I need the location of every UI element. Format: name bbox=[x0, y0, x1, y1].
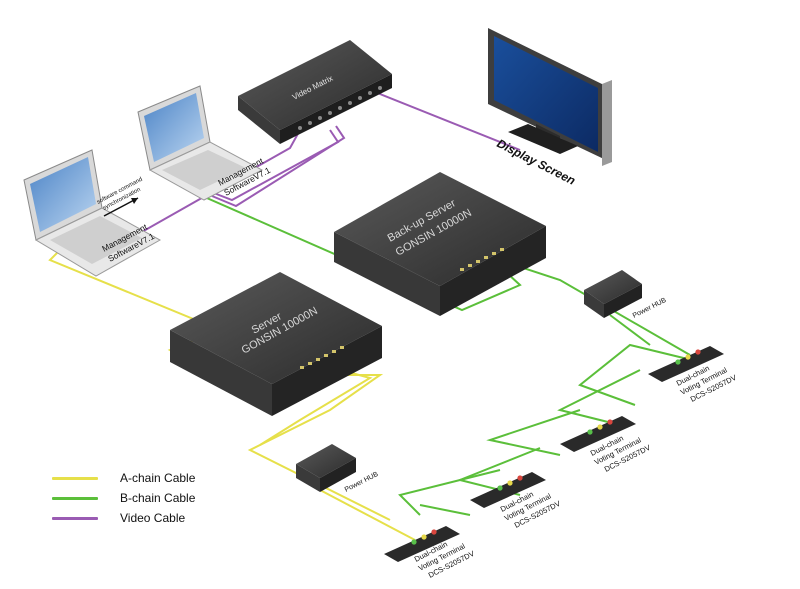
legend-swatch-a-chain bbox=[52, 476, 98, 480]
legend-item-b-chain: B-chain Cable bbox=[52, 488, 252, 508]
server: Server GONSIN 10000N bbox=[170, 272, 382, 416]
legend-label-b-chain: B-chain Cable bbox=[120, 491, 196, 505]
legend-swatch-video bbox=[52, 516, 98, 520]
backup-server: Back-up Server GONSIN 10000N bbox=[334, 172, 546, 316]
power-hub-top: Power HUB bbox=[584, 270, 668, 320]
video-matrix: Video Matrix bbox=[238, 40, 392, 144]
terminal-3: Dual-chain Voting Terminal DCS-S2057DV bbox=[470, 472, 562, 530]
laptop-left: Management SoftwareV7.1 bbox=[23, 149, 162, 277]
laptop-sync-link: software command synchronization bbox=[96, 177, 144, 217]
legend-item-video: Video Cable bbox=[52, 508, 252, 528]
laptop-right: Management SoftwareV7.1 bbox=[137, 85, 272, 201]
legend-label-a-chain: A-chain Cable bbox=[120, 471, 196, 485]
legend-swatch-b-chain bbox=[52, 496, 98, 500]
terminal-1: Dual-chain Voting Terminal DCS-S2057DV bbox=[648, 346, 738, 404]
terminal-2: Dual-chain Voting Terminal DCS-S2057DV bbox=[560, 416, 652, 474]
terminal-4: Dual-chain Voting Terminal DCS-S2057DV bbox=[384, 526, 476, 580]
display-screen: Display Screen bbox=[488, 28, 612, 188]
cable-legend: A-chain Cable B-chain Cable Video Cable bbox=[52, 468, 252, 528]
power-hub-bottom: Power HUB bbox=[296, 444, 380, 494]
legend-label-video: Video Cable bbox=[120, 511, 186, 525]
legend-item-a-chain: A-chain Cable bbox=[52, 468, 252, 488]
